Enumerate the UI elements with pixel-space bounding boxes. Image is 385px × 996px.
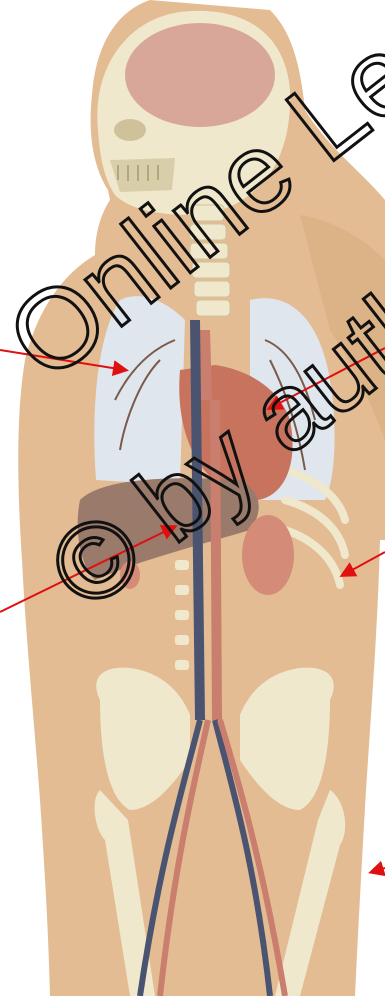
eye-socket	[114, 119, 146, 141]
brain	[125, 23, 275, 127]
kidney	[242, 515, 294, 595]
femur-pointer	[372, 868, 385, 872]
skull	[97, 11, 290, 215]
jaw	[110, 158, 175, 192]
abdominal-aorta	[210, 400, 222, 720]
small-kidney	[120, 561, 140, 589]
